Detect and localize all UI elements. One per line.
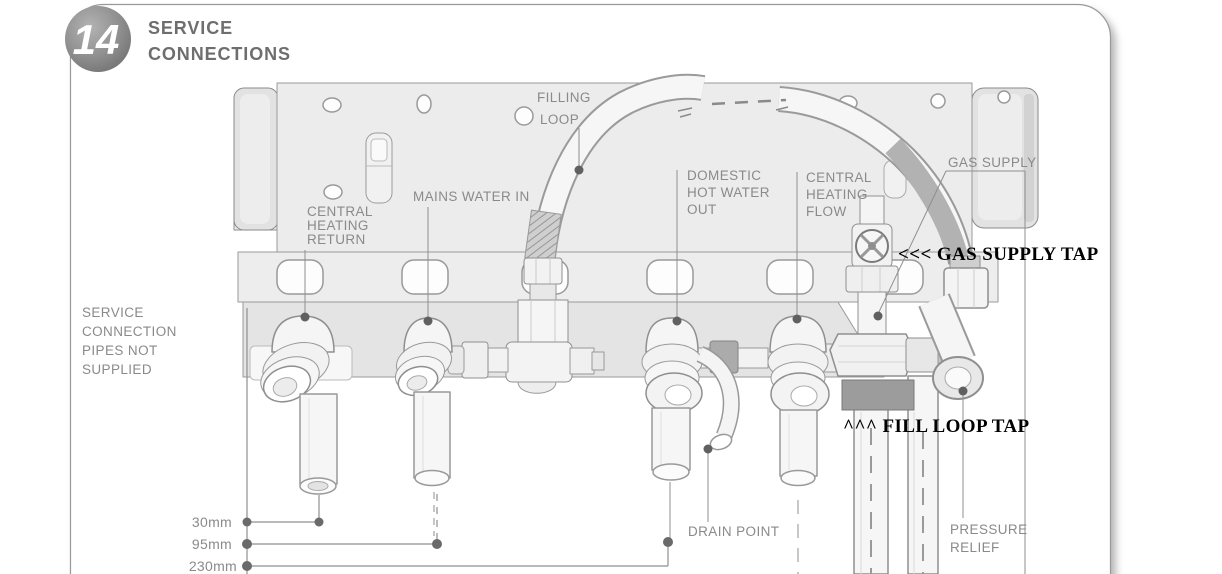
domestic-hot-water-out-label-line3: OUT: [687, 202, 717, 217]
leader-dots: [300, 165, 968, 454]
page-title-line2: CONNECTIONS: [148, 44, 291, 64]
central-heating-flow-valve: [767, 315, 830, 574]
gas-supply-label: GAS SUPPLY: [948, 155, 1037, 170]
domestic-hot-water-out-valve: [641, 317, 703, 540]
panel-keyhole-slot: [365, 132, 393, 204]
wall-bracket-left: [233, 87, 289, 231]
central-heating-return-valve: [260, 315, 338, 495]
section-header: 14 SERVICE CONNECTIONS: [65, 6, 291, 72]
pressure-relief-elbow: [918, 255, 989, 400]
domestic-hot-water-out-label-line2: HOT WATER: [687, 185, 770, 200]
filling-loop-hose: [530, 73, 974, 265]
pressure-relief-label-line1: PRESSURE: [950, 522, 1027, 537]
leader-lines: [304, 128, 1026, 574]
dimension-lines: [246, 308, 669, 574]
domestic-hot-water-out-label-line1: DOMESTIC: [687, 168, 761, 183]
central-heating-return-label-line1: CENTRAL: [307, 204, 373, 219]
mains-water-in-label: MAINS WATER IN: [413, 189, 530, 204]
mains-water-in-valve: [394, 317, 453, 536]
service-note-line3: PIPES NOT: [82, 343, 158, 358]
central-heating-return-label-line3: RETURN: [307, 232, 366, 247]
service-note-line4: SUPPLIED: [82, 362, 152, 377]
central-heating-flow-label-line1: CENTRAL: [806, 170, 872, 185]
central-heating-flow-label-line2: HEATING: [806, 187, 868, 202]
dimension-label-30mm: 30mm: [192, 514, 232, 530]
gas-supply-tap-annotation: <<< GAS SUPPLY TAP: [898, 244, 1099, 265]
central-heating-flow-label-line3: FLOW: [806, 204, 847, 219]
service-note-line2: CONNECTION: [82, 324, 177, 339]
wall-bracket-right: [971, 87, 1039, 229]
page-title-line1: SERVICE: [148, 18, 233, 38]
drain-point-label: DRAIN POINT: [688, 524, 779, 539]
dimension-label-95mm: 95mm: [192, 536, 232, 552]
boiler-diagram: [233, 73, 1039, 574]
hose-break-dashes: [711, 98, 787, 106]
fill-loop-tap-annotation: ^^^ FILL LOOP TAP: [843, 416, 1030, 437]
fill-loop-tee-fitting: [829, 333, 915, 377]
section-number-badge: [65, 6, 131, 72]
pressure-relief-label-line2: RELIEF: [950, 540, 1000, 555]
gas-valve-handle: [855, 229, 889, 263]
service-note-line1: SERVICE: [82, 305, 144, 320]
fill-loop-tap-block: [841, 379, 915, 411]
section-number: 14: [73, 16, 120, 63]
central-heating-return-label-line2: HEATING: [307, 218, 369, 233]
diagram-labels: SERVICE CONNECTION PIPES NOT SUPPLIED FI…: [82, 90, 1037, 574]
panel-mounting-holes: [322, 93, 946, 200]
filling-loop-label-line1: FILLING: [537, 90, 591, 105]
dimension-label-230mm: 230mm: [189, 558, 237, 574]
gas-pipe-top: [859, 195, 885, 227]
filling-loop-label-line2: LOOP: [540, 112, 579, 127]
dimension-dots: [242, 517, 673, 571]
